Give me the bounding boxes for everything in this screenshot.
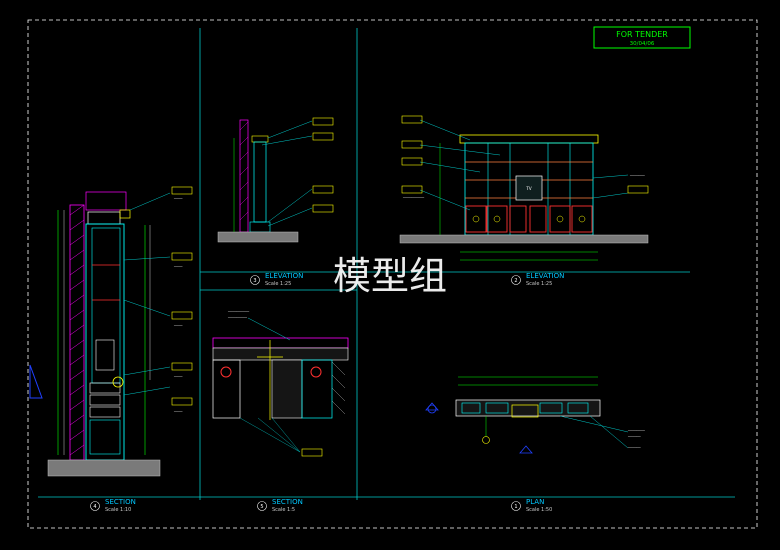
elevation-marker-icon [482,436,490,444]
svg-text:───────: ─────── [629,174,646,178]
svg-text:ELEVATION: ELEVATION [526,272,564,280]
svg-text:SECTION: SECTION [272,498,303,506]
svg-text:ELEVATION: ELEVATION [265,272,303,280]
svg-text:1: 1 [514,504,517,510]
svg-text:──────: ────── [627,435,642,439]
view-title-section-4: 4 SECTION Scale 1:10 [90,498,136,513]
svg-text:────: ──── [173,410,183,414]
svg-text:5: 5 [260,504,263,510]
svg-text:────: ──── [173,265,183,269]
svg-text:3: 3 [253,278,256,284]
section-marker-icon [29,364,43,399]
view-dividers [38,28,735,500]
svg-text:Scale 1:25: Scale 1:25 [265,281,291,287]
svg-text:SECTION: SECTION [105,498,136,506]
svg-text:─────────: ───────── [227,316,248,320]
svg-text:────────: ──────── [627,429,646,433]
svg-text:Scale 1:25: Scale 1:25 [526,281,552,287]
svg-text:──────: ────── [627,446,642,450]
stamp-title: FOR TENDER [616,30,668,39]
svg-text:2: 2 [514,278,517,284]
svg-text:──────────: ────────── [402,196,425,200]
svg-text:──────────: ────────── [227,310,250,314]
stamp-date: 30/04/06 [630,41,655,47]
view-title-elevation-3: 3 ELEVATION Scale 1:25 [250,272,303,287]
elevation-3-drawing [217,117,334,243]
svg-text:Scale 1:50: Scale 1:50 [526,507,552,513]
svg-text:Scale 1:10: Scale 1:10 [105,507,131,513]
svg-text:────: ──── [173,324,183,328]
svg-text:────: ──── [173,197,183,201]
elevation-2-drawing: TV ───────────────── [399,115,649,261]
svg-text:Scale 1:5: Scale 1:5 [272,507,295,513]
plan-1-drawing: ────────────── ────── [425,376,646,454]
svg-text:────: ──── [173,375,183,379]
sheet-border [27,19,758,529]
view-title-elevation-2: 2 ELEVATION Scale 1:25 [511,272,564,287]
view-title-section-5: 5 SECTION Scale 1:5 [257,498,303,513]
section-4-drawing: ──── ──── ──── ──── ──── [29,186,193,477]
svg-text:TV: TV [525,186,531,191]
view-title-plan-1: 1 PLAN Scale 1:50 [511,498,552,513]
section-5-drawing: ─────────────────── [212,310,349,457]
svg-text:PLAN: PLAN [526,498,544,506]
svg-text:4: 4 [93,504,96,510]
tender-stamp: FOR TENDER 30/04/06 [593,26,691,49]
watermark-text: 模型组 [333,254,447,298]
